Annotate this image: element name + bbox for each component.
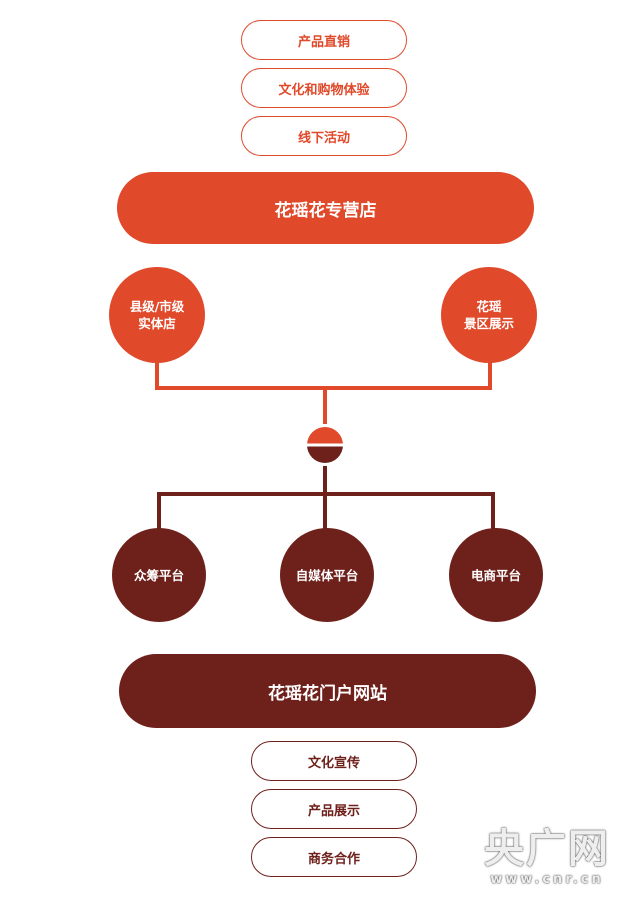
platform-node-self-media: 自媒体平台 — [280, 528, 374, 622]
store-node-physical: 县级/市级 实体店 — [109, 267, 205, 363]
top-item-offline-activities: 线下活动 — [241, 116, 407, 156]
bottom-item-product-display: 产品展示 — [251, 789, 417, 829]
platform-node-label: 自媒体平台 — [295, 567, 359, 583]
store-node-line2: 实体店 — [138, 316, 176, 331]
watermark-main: 央广网 — [484, 826, 610, 872]
store-banner: 花瑶花专营店 — [117, 172, 534, 244]
portal-banner: 花瑶花门户网站 — [119, 654, 536, 728]
top-item-label: 文化和购物体验 — [278, 82, 370, 98]
watermark-url: www.cnr.cn — [490, 872, 604, 887]
bottom-item-business-cooperation: 商务合作 — [251, 837, 417, 877]
store-node-line1: 花瑶 — [476, 299, 502, 314]
platform-node-ecommerce: 电商平台 — [449, 528, 543, 622]
store-node-line1: 县级/市级 — [129, 299, 185, 314]
bottom-item-label: 产品展示 — [307, 803, 360, 819]
platform-node-label: 众筹平台 — [133, 567, 184, 583]
bottom-item-label: 文化宣传 — [307, 755, 360, 771]
store-banner-label: 花瑶花专营店 — [274, 200, 377, 221]
platform-node-crowdfunding: 众筹平台 — [112, 528, 206, 622]
cnr-watermark: 央广网 www.cnr.cn — [462, 826, 632, 896]
junction-node — [306, 427, 344, 463]
bottom-item-label: 商务合作 — [307, 851, 360, 867]
store-node-scenic: 花瑶 景区展示 — [441, 267, 537, 363]
store-node-line2: 景区展示 — [463, 316, 514, 331]
portal-banner-label: 花瑶花门户网站 — [268, 683, 387, 704]
platform-node-label: 电商平台 — [470, 567, 521, 583]
bottom-item-culture-promotion: 文化宣传 — [251, 741, 417, 781]
top-item-direct-sales: 产品直销 — [241, 20, 407, 60]
orange-connector — [155, 360, 492, 390]
top-item-culture-shopping: 文化和购物体验 — [241, 68, 407, 108]
top-item-label: 产品直销 — [297, 34, 350, 50]
top-item-label: 线下活动 — [297, 130, 350, 146]
